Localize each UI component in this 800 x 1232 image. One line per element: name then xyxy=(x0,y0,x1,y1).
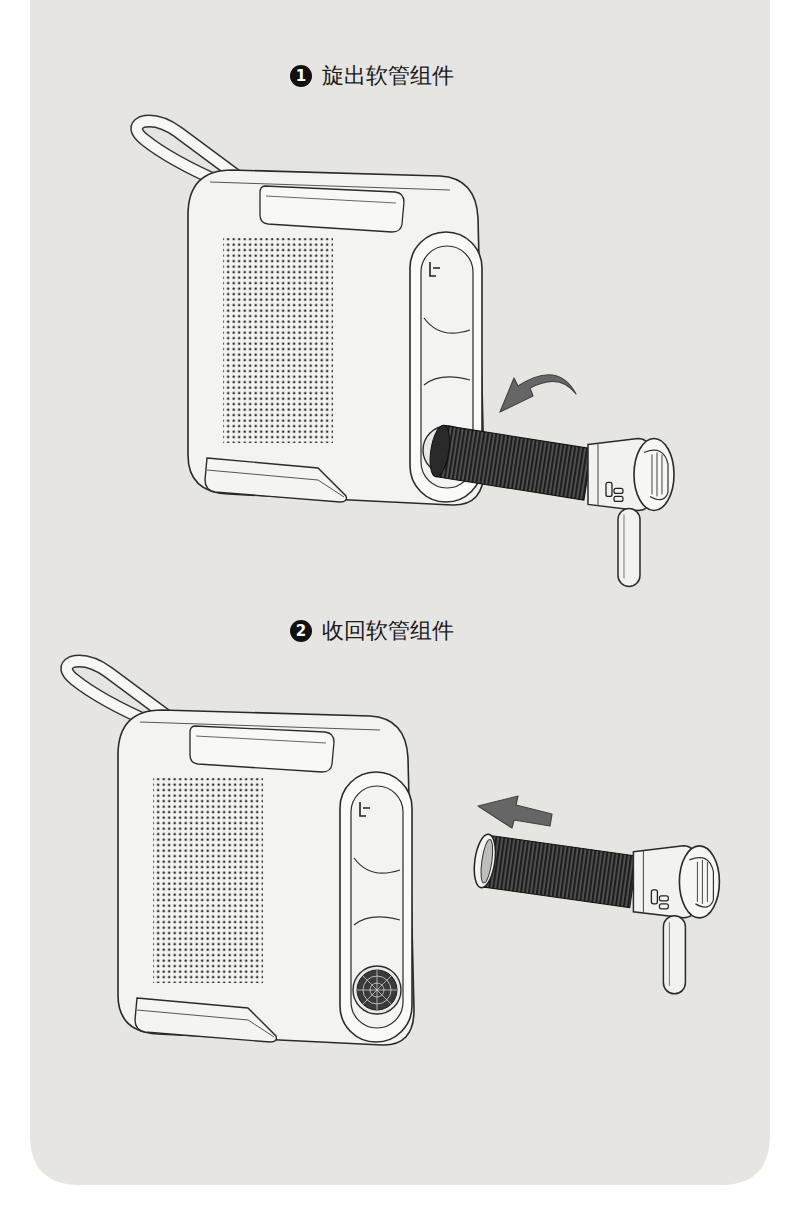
step-number: 2 xyxy=(290,620,312,642)
step-heading: 收回软管组件 xyxy=(322,618,454,644)
background-panel xyxy=(30,0,770,1185)
fan-grille xyxy=(357,970,397,1010)
device-body xyxy=(137,121,484,505)
device-body xyxy=(67,661,414,1045)
step-number: 1 xyxy=(290,65,312,87)
insert-arrow xyxy=(478,796,552,828)
step-heading: 旋出软管组件 xyxy=(322,63,454,89)
hose-extended xyxy=(414,401,697,600)
hose-detached xyxy=(460,812,740,1005)
rotate-arrow xyxy=(500,375,576,412)
